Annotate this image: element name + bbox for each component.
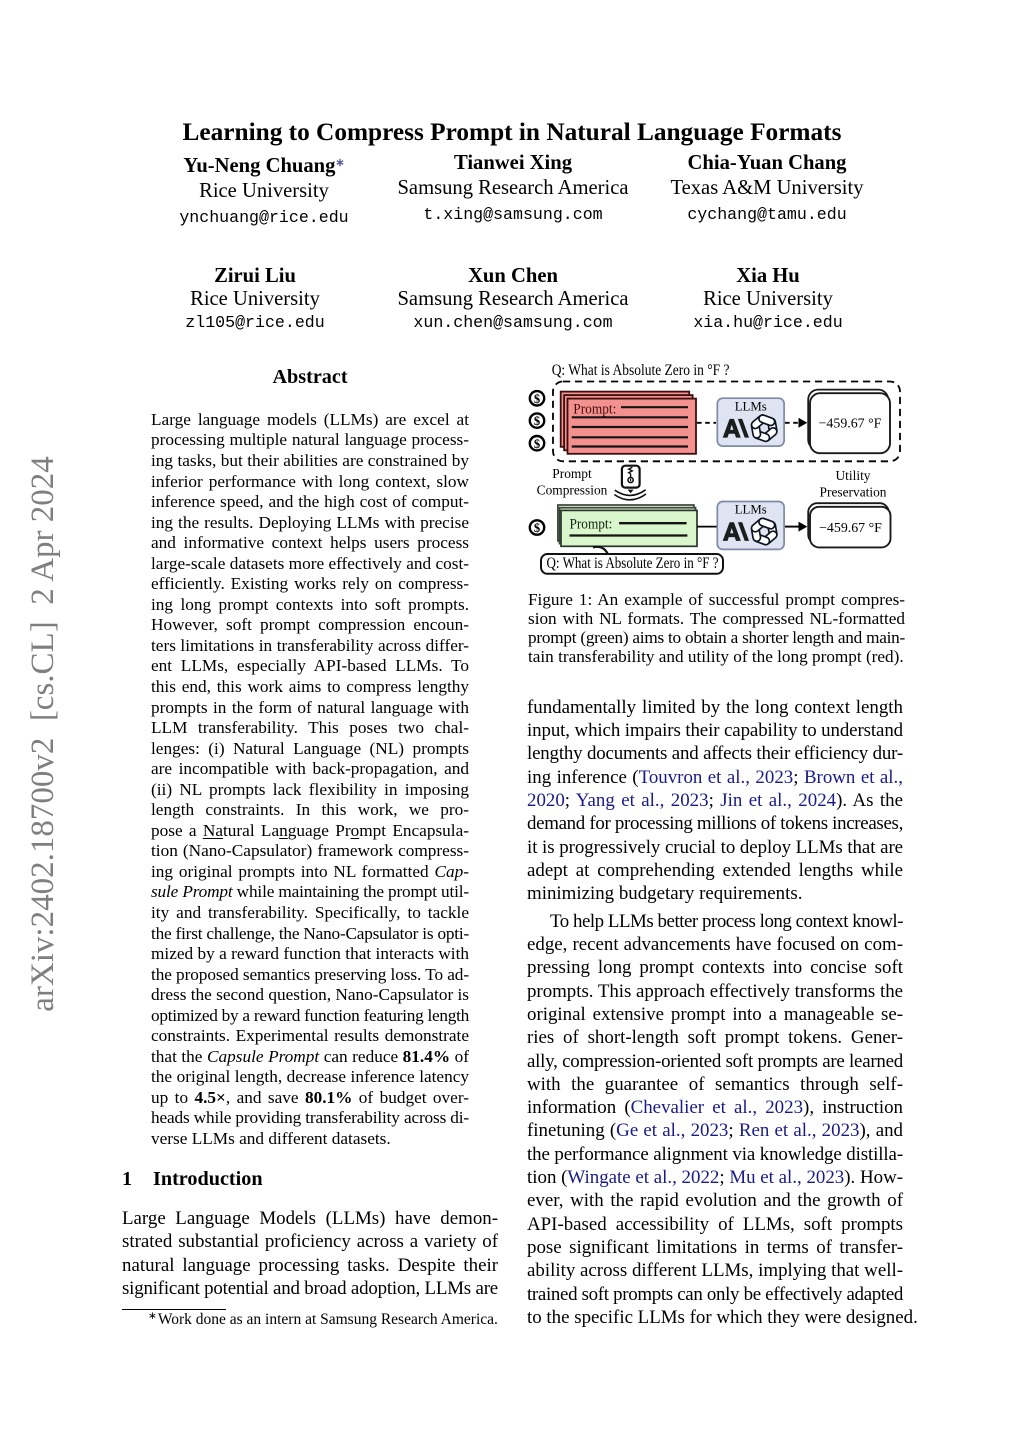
svg-text:−459.67 °F: −459.67 °F: [819, 521, 882, 536]
svg-text:Prompt:: Prompt:: [573, 402, 616, 418]
svg-text:Utility: Utility: [836, 468, 871, 483]
svg-text:−459.67 °F: −459.67 °F: [819, 416, 882, 431]
svg-text:Preservation: Preservation: [820, 485, 887, 500]
svg-text:Compression: Compression: [537, 483, 608, 498]
svg-text:Q: What is Absolute Zero in °F: Q: What is Absolute Zero in °F ?: [552, 362, 730, 379]
svg-text:Prompt:: Prompt:: [570, 517, 613, 533]
svg-text:Q: What is Absolute Zero in °F: Q: What is Absolute Zero in °F ?: [547, 555, 719, 572]
svg-text:Prompt: Prompt: [552, 466, 592, 481]
